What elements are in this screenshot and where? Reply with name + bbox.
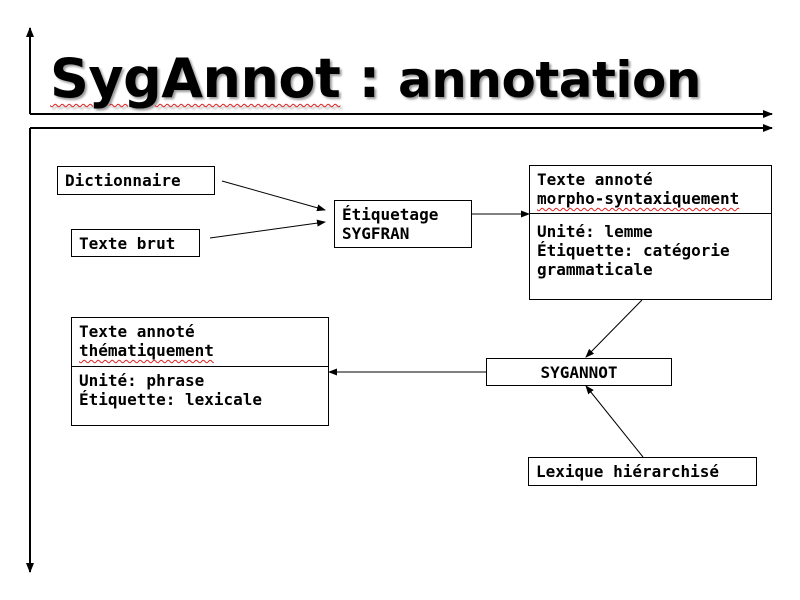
thematique-header-line1: Texte annoté [79, 322, 195, 341]
texte-brut-label: Texte brut [79, 234, 176, 253]
etiquetage-line1: Étiquetage [342, 205, 439, 224]
lexique-box: Lexique hiérarchisé [528, 457, 757, 486]
title-separator: : [340, 47, 399, 110]
lexique-label: Lexique hiérarchisé [536, 462, 720, 481]
sygannot-label: SYGANNOT [540, 363, 618, 382]
morpho-header-line2: morpho-syntaxiquement [537, 189, 740, 208]
morpho-body-line3: grammaticale [537, 260, 653, 279]
morpho-body-line1: Unité: lemme [537, 222, 653, 241]
thematique-header-line2: thématiquement [79, 341, 214, 360]
etiquetage-line2: SYGFRAN [342, 224, 410, 243]
etiquetage-box: Étiquetage SYGFRAN [334, 200, 472, 248]
arrow-morpho-to-sygannot [585, 299, 643, 358]
morpho-header-line1: Texte annoté [537, 170, 653, 189]
texte-brut-box: Texte brut [71, 229, 200, 257]
arrow-lexique-to-sygannot [585, 385, 644, 458]
sygannot-box: SYGANNOT [486, 358, 672, 386]
arrow-dictionnaire-to-etiquetage [221, 180, 326, 212]
slide-title: SygAnnot : annotation [50, 44, 701, 115]
title-word-sygannot: SygAnnot [50, 47, 341, 110]
title-word-annotation: annotation [398, 51, 701, 109]
morpho-body-line2: Étiquette: catégorie [537, 241, 730, 260]
thematique-body-line1: Unité: phrase [79, 371, 205, 390]
dictionnaire-label: Dictionnaire [65, 171, 181, 190]
dictionnaire-box: Dictionnaire [57, 166, 215, 195]
thematique-body-line2: Étiquette: lexicale [79, 390, 263, 409]
arrow-textebrut-to-etiquetage [209, 219, 326, 239]
texte-morpho-box: Texte annoté morpho-syntaxiquement Unité… [529, 165, 772, 300]
texte-thematique-box: Texte annoté thématiquement Unité: phras… [71, 317, 329, 426]
